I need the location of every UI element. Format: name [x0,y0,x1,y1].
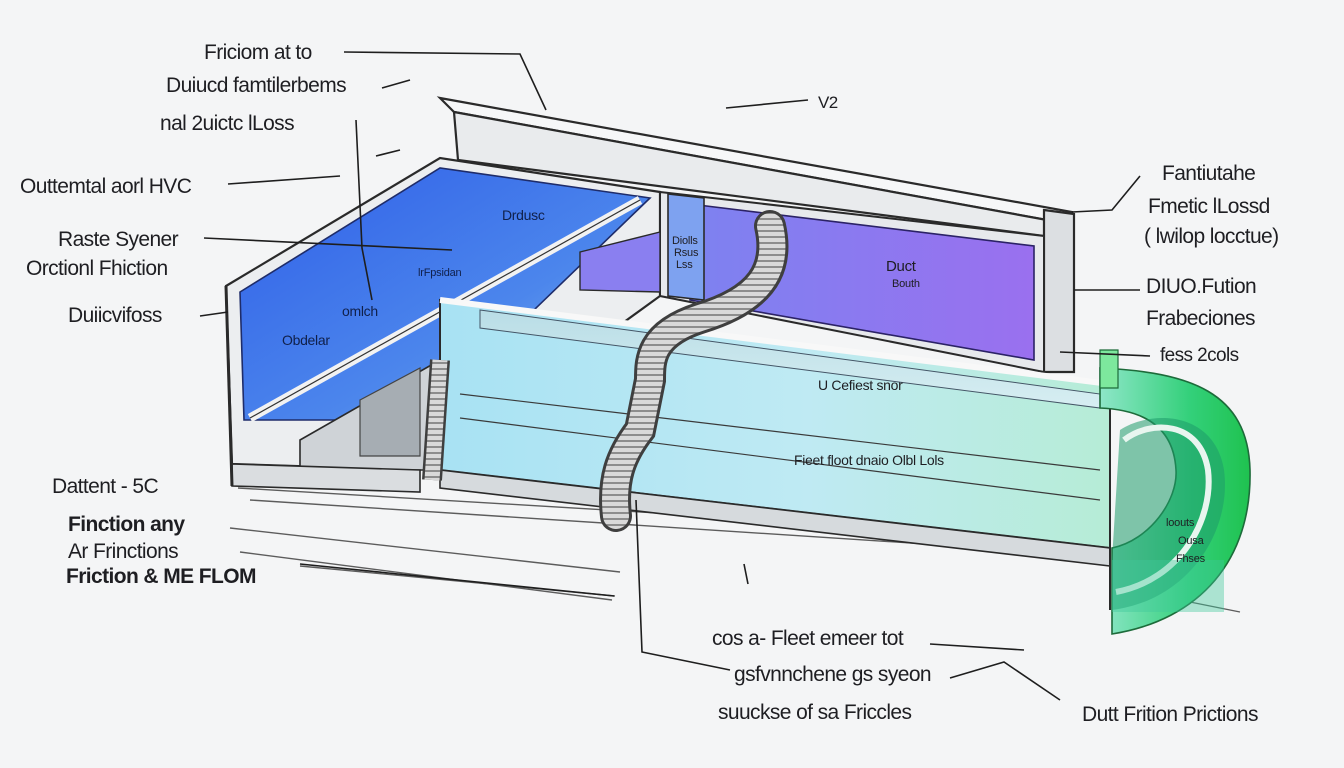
label-left-6: Finction any [68,513,185,536]
label-right-4: DIUO.Fution [1146,275,1257,298]
duct-label-3: Obdelar [282,332,330,348]
label-right-6: fess 2cols [1160,345,1239,366]
label-top-a: Friciom at to [204,41,312,64]
duct-label-14: Fhses [1176,553,1205,565]
leader-lines [199,51,1151,701]
label-bottom-4: Dutt Frition Prictions [1082,703,1258,726]
label-right-3: ( lwilop locctue) [1144,225,1279,248]
label-left-3: Orctionl Fhiction [26,257,168,280]
duct-label-5: Duct [886,258,916,275]
duct-label-7: U Cefiest snor [818,377,903,393]
label-top-c: nal 2uictc lLoss [160,112,295,135]
label-left-2: Raste Syener [58,228,179,251]
label-right-5: Frabeciones [1146,307,1256,330]
label-left-7: Ar Frinctions [68,540,179,563]
duct-label-11: Lss [676,259,693,271]
duct-label-2: omlch [342,303,378,319]
label-bottom-2: gsfvnnchene gs syeon [734,663,932,686]
label-top-b: Duiucd famtilerbems [166,74,347,97]
label-left-1: Outtemtal aorl HVC [20,175,192,198]
duct-label-12: loouts [1166,517,1195,529]
label-left-4: Duiicvifoss [68,304,162,327]
label-v2: V2 [818,93,838,112]
duct-label-1: Drdusc [502,207,545,223]
duct-label-6: Bouth [892,278,920,290]
label-left-8: Friction & ME FLOM [66,565,256,588]
duct-label-8: Fieet floot dnaio Olbl Lols [794,452,944,468]
label-right-1: Fantiutahe [1162,162,1256,185]
flex-duct-center [599,210,789,532]
green-elbow [1099,349,1251,635]
duct-label-9: Diolls [672,235,698,247]
duct-label-10: Rsus [674,247,699,259]
label-bottom-3: suuckse of sa Friccles [718,701,912,724]
label-left-5: Dattent - 5C [52,475,159,498]
label-right-2: Fmetic lLossd [1148,195,1270,218]
label-bottom-1: cos a- Fleet emeer tot [712,627,904,650]
duct-label-13: Ousa [1178,535,1204,547]
flex-duct-left [422,359,450,481]
duct-label-4: lrFpsidan [418,267,462,279]
